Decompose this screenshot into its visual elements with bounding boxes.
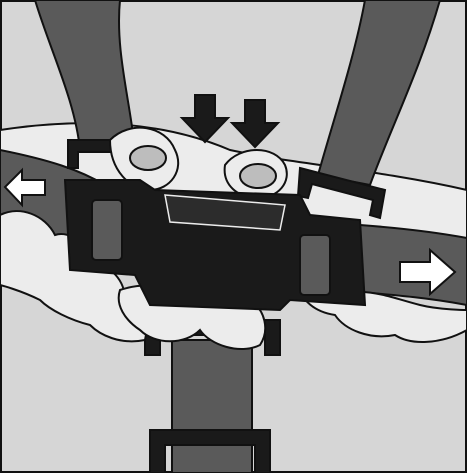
buckle-right-slot	[300, 235, 330, 295]
right-thumb-nail	[240, 164, 276, 188]
crotch-strap	[172, 340, 252, 473]
left-thumb-nail	[130, 146, 166, 170]
buckle-left-slot	[92, 200, 122, 260]
